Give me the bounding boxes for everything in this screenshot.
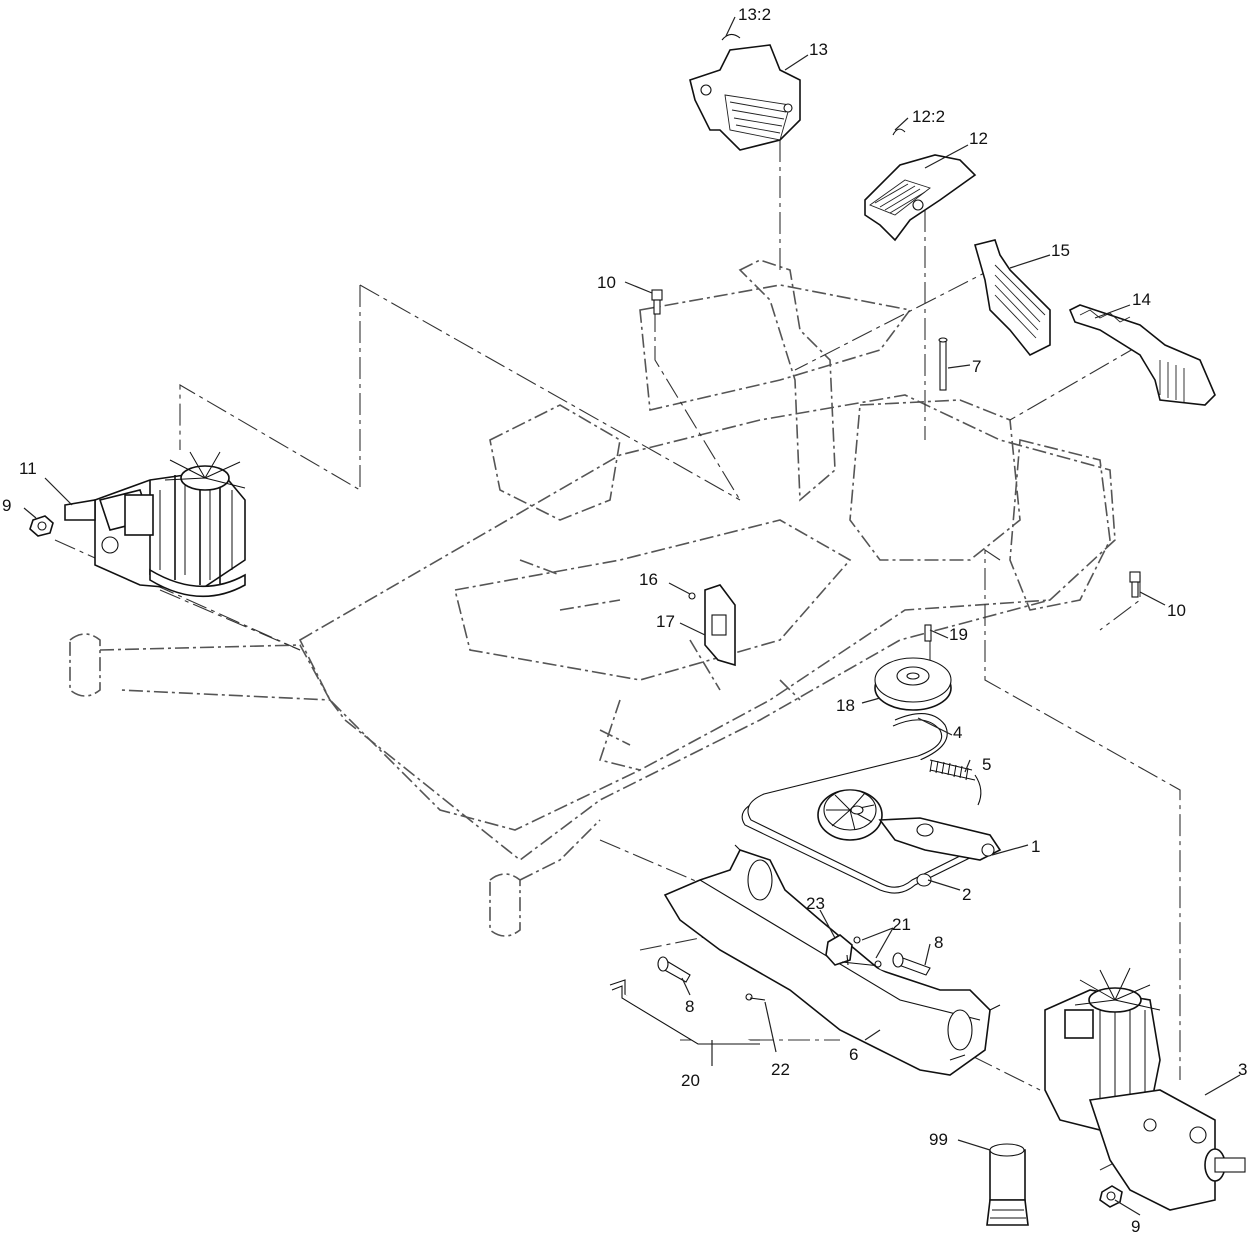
callout-17: 17 <box>656 612 675 631</box>
left-transmission <box>64 451 246 598</box>
callout-19: 19 <box>949 625 968 644</box>
guard-15 <box>974 239 1051 357</box>
key-19 <box>924 624 932 642</box>
spacer-2 <box>916 873 932 887</box>
pin-7 <box>938 337 948 391</box>
bolt-10-right <box>1129 571 1141 598</box>
callout-10-right: 10 <box>1167 601 1186 620</box>
panel-13 <box>689 44 801 151</box>
pulley-18 <box>874 657 952 711</box>
callout-16: 16 <box>639 570 658 589</box>
callout-14: 14 <box>1132 290 1151 309</box>
callout-labels: 1 2 3 4 5 6 7 8 8 9 9 10 10 11 12 12:2 1… <box>2 5 1247 1236</box>
callout-4: 4 <box>953 723 962 742</box>
screw-16 <box>688 592 696 600</box>
callout-9-left: 9 <box>2 496 11 515</box>
pin-8-left <box>657 956 691 983</box>
callout-13-2: 13:2 <box>738 5 771 24</box>
idler-assembly-1 <box>817 789 1002 861</box>
nut-9-left <box>29 515 54 537</box>
callout-12: 12 <box>969 129 988 148</box>
callout-7: 7 <box>972 357 981 376</box>
bolt-10-top <box>651 289 663 315</box>
pin-8-right <box>892 952 931 976</box>
callout-21: 21 <box>892 915 911 934</box>
screws-21 <box>841 936 882 968</box>
callout-11: 11 <box>19 459 37 478</box>
callout-22: 22 <box>771 1060 790 1079</box>
callout-8-left: 8 <box>685 997 694 1016</box>
callout-6: 6 <box>849 1045 858 1064</box>
callout-23: 23 <box>806 894 825 913</box>
callout-9-right: 9 <box>1131 1217 1140 1236</box>
callout-99: 99 <box>929 1130 948 1149</box>
filter-99 <box>986 1143 1029 1226</box>
callout-20: 20 <box>681 1071 700 1090</box>
screw-22 <box>745 993 766 1001</box>
bracket-17 <box>704 584 736 667</box>
clip-13-2 <box>721 33 741 41</box>
callout-10-top: 10 <box>597 273 616 292</box>
callout-3: 3 <box>1238 1060 1247 1079</box>
right-transmission <box>1044 967 1246 1211</box>
clip-12-2 <box>892 128 906 136</box>
spring-5 <box>929 759 982 806</box>
callout-13: 13 <box>809 40 828 59</box>
callout-8-right: 8 <box>934 933 943 952</box>
callout-18: 18 <box>836 696 855 715</box>
block-23 <box>825 934 853 966</box>
callout-15: 15 <box>1051 241 1070 260</box>
callout-5: 5 <box>982 755 991 774</box>
main-frame <box>69 259 1116 937</box>
panel-12 <box>864 154 977 242</box>
nut-9-right <box>1099 1185 1123 1208</box>
guard-14 <box>1068 304 1216 406</box>
callout-2: 2 <box>962 885 971 904</box>
rod-20 <box>609 979 760 1045</box>
callout-12-2: 12:2 <box>912 107 945 126</box>
callout-1: 1 <box>1031 837 1040 856</box>
leader-lines <box>23 16 1241 1216</box>
